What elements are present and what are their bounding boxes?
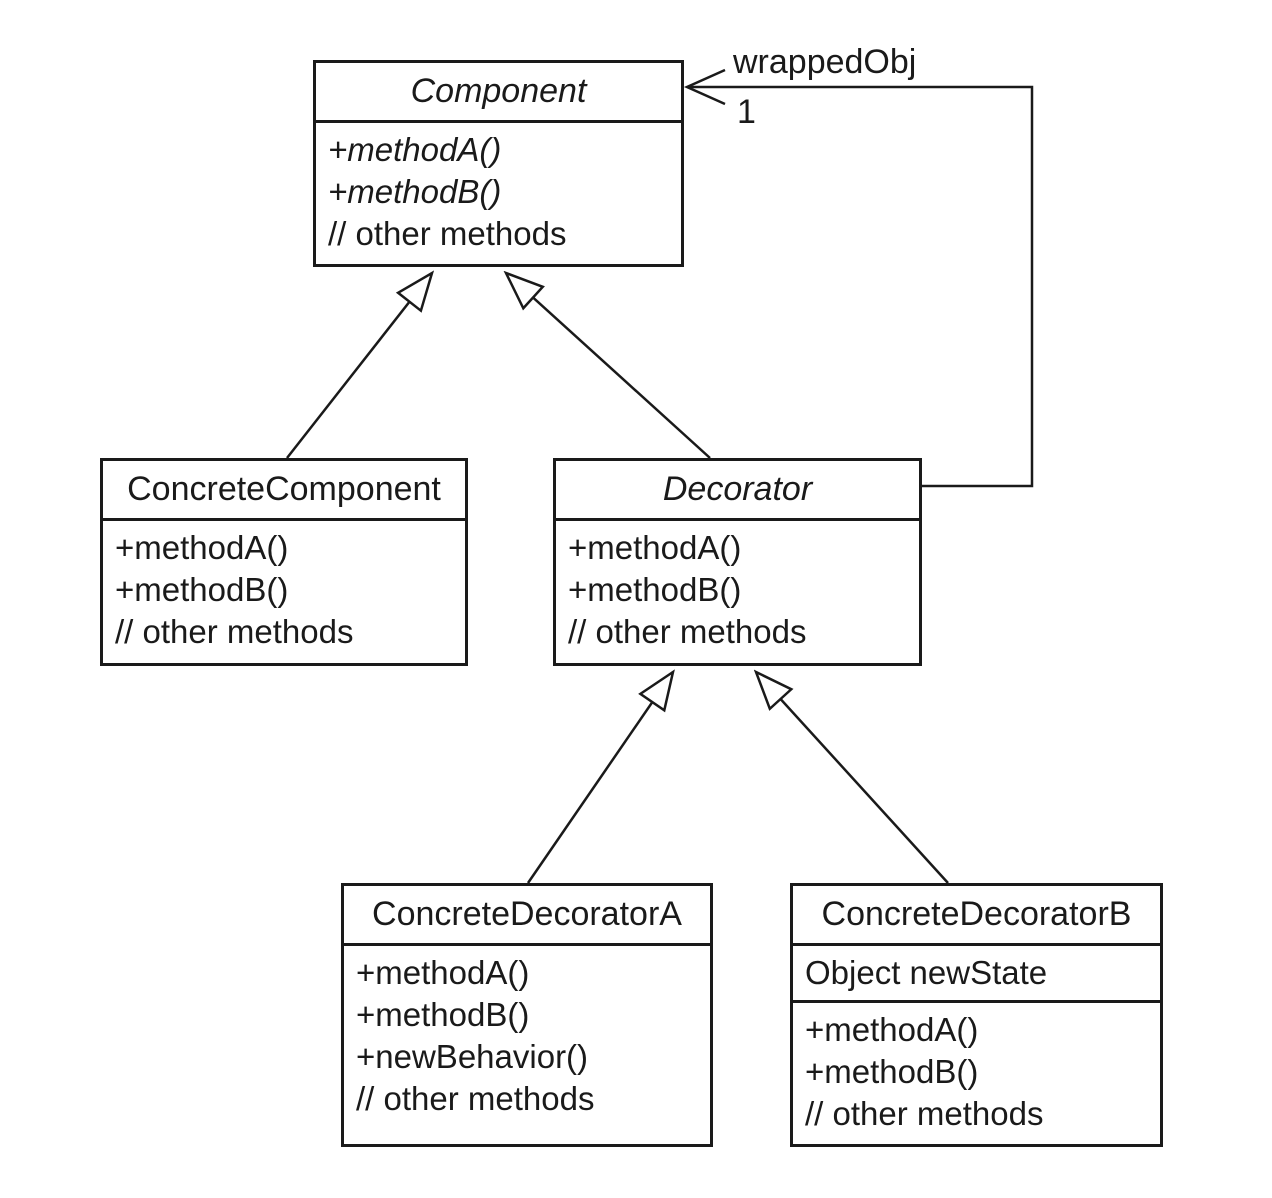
attribute-list: Object newState bbox=[793, 946, 1160, 1003]
method-item: // other methods bbox=[356, 1080, 595, 1117]
association-role-label: wrappedObj bbox=[733, 43, 917, 81]
method-list: +methodA() +methodB() +newBehavior() // … bbox=[344, 946, 710, 1120]
inheritance-edge-concretedecoratora-to-decorator bbox=[526, 672, 673, 884]
method-item: +methodB() bbox=[805, 1053, 979, 1090]
class-title: ConcreteDecoratorA bbox=[344, 886, 710, 946]
method-item: +methodB() bbox=[115, 571, 289, 608]
inheritance-edge-concretedecoratorb-to-decorator bbox=[756, 672, 949, 884]
method-item: +methodA() bbox=[115, 529, 289, 566]
inheritance-edge-concretecomponent-to-component bbox=[286, 273, 432, 459]
class-title: Component bbox=[316, 63, 681, 123]
association-edge-decorator-wrappedobj bbox=[683, 68, 1034, 488]
class-title: ConcreteDecoratorB bbox=[793, 886, 1160, 946]
method-item: // other methods bbox=[805, 1095, 1044, 1132]
method-item: +methodB() bbox=[356, 996, 530, 1033]
method-list: +methodA() +methodB() // other methods bbox=[103, 521, 465, 653]
class-title: ConcreteComponent bbox=[103, 461, 465, 521]
method-list: +methodA() +methodB() // other methods bbox=[793, 1003, 1160, 1135]
method-item: +methodB() bbox=[328, 173, 502, 210]
class-title: Decorator bbox=[556, 461, 919, 521]
method-item: +methodA() bbox=[805, 1011, 979, 1048]
method-item: +methodB() bbox=[568, 571, 742, 608]
class-component: Component +methodA() +methodB() // other… bbox=[313, 60, 684, 267]
method-item: // other methods bbox=[328, 215, 567, 252]
method-item: +methodA() bbox=[568, 529, 742, 566]
method-item: // other methods bbox=[568, 613, 807, 650]
class-concrete-component: ConcreteComponent +methodA() +methodB() … bbox=[100, 458, 468, 666]
inheritance-edge-decorator-to-component bbox=[506, 273, 711, 459]
attribute-item: Object newState bbox=[805, 954, 1048, 991]
method-item: // other methods bbox=[115, 613, 354, 650]
method-item: +newBehavior() bbox=[356, 1038, 589, 1075]
class-concrete-decorator-b: ConcreteDecoratorB Object newState +meth… bbox=[790, 883, 1163, 1147]
class-concrete-decorator-a: ConcreteDecoratorA +methodA() +methodB()… bbox=[341, 883, 713, 1147]
method-item: +methodA() bbox=[356, 954, 530, 991]
class-decorator: Decorator +methodA() +methodB() // other… bbox=[553, 458, 922, 666]
method-list: +methodA() +methodB() // other methods bbox=[316, 123, 681, 255]
method-list: +methodA() +methodB() // other methods bbox=[556, 521, 919, 653]
method-item: +methodA() bbox=[328, 131, 502, 168]
association-multiplicity-label: 1 bbox=[737, 93, 756, 131]
